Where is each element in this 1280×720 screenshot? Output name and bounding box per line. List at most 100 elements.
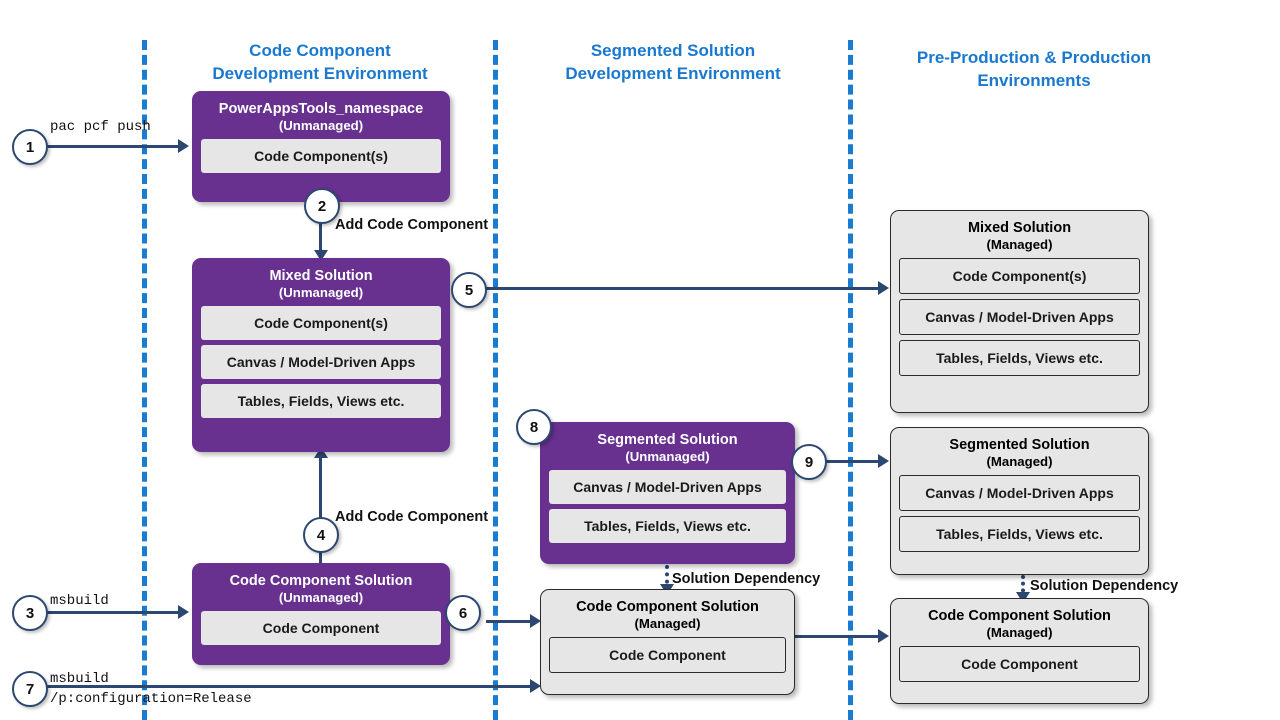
box-title: Segmented Solution (Managed) — [891, 428, 1148, 470]
box-title: Mixed Solution (Managed) — [891, 211, 1148, 253]
step-marker-7[interactable]: 7 — [12, 671, 48, 707]
connector-step7 — [44, 685, 533, 688]
step-marker-6[interactable]: 6 — [445, 595, 481, 631]
column-header-code-component-dev: Code Component Development Environment — [170, 40, 470, 86]
box-state-text: (Unmanaged) — [625, 449, 710, 465]
label-solution-dependency-right: Solution Dependency — [1030, 578, 1179, 594]
box-items: Canvas / Model-Driven Apps Tables, Field… — [541, 465, 794, 551]
box-title: Segmented Solution (Unmanaged) — [541, 423, 794, 465]
connector-step7-arrowhead — [530, 679, 541, 693]
box-title: Code Component Solution (Unmanaged) — [193, 564, 449, 606]
connector-mid-to-right — [793, 635, 881, 638]
label-pac-pcf-push: pac pcf push — [50, 119, 151, 135]
list-item[interactable]: Canvas / Model-Driven Apps — [899, 474, 1140, 511]
lane-divider-1 — [142, 40, 147, 720]
box-title-text: Mixed Solution — [967, 220, 1072, 236]
connector-step3 — [44, 611, 181, 614]
box-state-text: (Unmanaged) — [278, 118, 364, 134]
column-header-pre-prod-prod: Pre-Production & Production Environments — [878, 47, 1190, 93]
box-items: Code Component(s) — [193, 134, 449, 181]
box-powerappstools-namespace[interactable]: PowerAppsTools_namespace (Unmanaged) Cod… — [192, 91, 450, 202]
connector-step5 — [486, 287, 881, 290]
box-segmented-solution-unmanaged[interactable]: Segmented Solution (Unmanaged) Canvas / … — [540, 422, 795, 564]
box-items: Canvas / Model-Driven Apps Tables, Field… — [891, 470, 1148, 560]
step-marker-2[interactable]: 2 — [304, 188, 340, 224]
connector-step4 — [319, 455, 322, 563]
box-segmented-solution-managed[interactable]: Segmented Solution (Managed) Canvas / Mo… — [890, 427, 1149, 575]
label-msbuild-release: msbuild — [50, 671, 109, 687]
list-item[interactable]: Code Component(s) — [899, 257, 1140, 294]
column-header-line1: Code Component — [249, 41, 391, 60]
column-header-line2: Development Environment — [565, 63, 781, 83]
list-item[interactable]: Code Component(s) — [201, 305, 441, 340]
label-add-code-component-bottom: Add Code Component — [335, 509, 489, 525]
dependency-line-right — [1021, 575, 1025, 599]
list-item[interactable]: Canvas / Model-Driven Apps — [201, 344, 441, 379]
list-item[interactable]: Canvas / Model-Driven Apps — [549, 469, 786, 504]
box-title-text: Code Component Solution — [576, 599, 759, 615]
box-state-text: (Managed) — [986, 625, 1053, 641]
box-items: Code Component — [193, 606, 449, 653]
connector-step9-arrowhead — [878, 454, 889, 468]
box-title-text: Segmented Solution — [597, 432, 738, 448]
box-title: Code Component Solution (Managed) — [891, 599, 1148, 641]
label-add-code-component-top: Add Code Component — [335, 217, 489, 233]
connector-step6 — [486, 620, 533, 623]
list-item[interactable]: Tables, Fields, Views etc. — [899, 515, 1140, 552]
list-item[interactable]: Canvas / Model-Driven Apps — [899, 298, 1140, 335]
box-state-text: (Managed) — [986, 237, 1053, 253]
box-title: PowerAppsTools_namespace (Unmanaged) — [193, 92, 449, 134]
box-code-component-solution-managed-mid[interactable]: Code Component Solution (Managed) Code C… — [540, 589, 795, 695]
list-item[interactable]: Code Component — [899, 645, 1140, 682]
box-title: Code Component Solution (Managed) — [541, 590, 794, 632]
column-header-line2: Development Environment — [212, 63, 428, 83]
box-mixed-solution-unmanaged[interactable]: Mixed Solution (Unmanaged) Code Componen… — [192, 258, 450, 452]
box-state-text: (Managed) — [986, 454, 1053, 470]
connector-step2 — [319, 202, 322, 256]
list-item[interactable]: Tables, Fields, Views etc. — [899, 339, 1140, 376]
list-item[interactable]: Code Component — [201, 610, 441, 645]
box-state-text: (Unmanaged) — [278, 590, 364, 606]
connector-step5-arrowhead — [878, 281, 889, 295]
box-items: Code Component(s) Canvas / Model-Driven … — [891, 253, 1148, 384]
box-mixed-solution-managed[interactable]: Mixed Solution (Managed) Code Component(… — [890, 210, 1149, 413]
box-state-text: (Managed) — [634, 616, 701, 632]
box-title-text: Segmented Solution — [949, 437, 1090, 453]
step-marker-4[interactable]: 4 — [303, 517, 339, 553]
list-item[interactable]: Code Component — [549, 636, 786, 673]
dependency-line-mid — [665, 565, 669, 591]
step-marker-9[interactable]: 9 — [791, 444, 827, 480]
column-header-line2: Environments — [977, 70, 1091, 90]
label-msbuild-release-arg: /p:configuration=Release — [50, 691, 252, 707]
box-title-text: PowerAppsTools_namespace — [218, 101, 424, 117]
connector-step2-arrowhead — [314, 250, 328, 261]
label-solution-dependency-mid: Solution Dependency — [672, 571, 821, 587]
box-state-text: (Unmanaged) — [278, 285, 364, 301]
connector-step1 — [44, 145, 181, 148]
label-msbuild: msbuild — [50, 593, 109, 609]
step-marker-8[interactable]: 8 — [516, 409, 552, 445]
list-item[interactable]: Tables, Fields, Views etc. — [549, 508, 786, 543]
step-marker-5[interactable]: 5 — [451, 272, 487, 308]
list-item[interactable]: Tables, Fields, Views etc. — [201, 383, 441, 418]
column-header-line1: Pre-Production & Production — [916, 48, 1152, 67]
box-title-text: Code Component Solution — [229, 573, 413, 589]
box-code-component-solution-unmanaged[interactable]: Code Component Solution (Unmanaged) Code… — [192, 563, 450, 665]
box-title-text: Code Component Solution — [928, 608, 1111, 624]
list-item[interactable]: Code Component(s) — [201, 138, 441, 173]
dependency-line-right-arrowhead — [1016, 592, 1030, 603]
step-marker-3[interactable]: 3 — [12, 595, 48, 631]
box-title-text: Mixed Solution — [269, 268, 373, 284]
box-code-component-solution-managed-right[interactable]: Code Component Solution (Managed) Code C… — [890, 598, 1149, 704]
connector-mid-to-right-arrowhead — [878, 629, 889, 643]
box-items: Code Component — [891, 641, 1148, 690]
column-header-segmented-solution-dev: Segmented Solution Development Environme… — [523, 40, 823, 86]
box-items: Code Component(s) Canvas / Model-Driven … — [193, 301, 449, 426]
connector-step3-arrowhead — [178, 605, 189, 619]
connector-step6-arrowhead — [530, 614, 541, 628]
connector-step9 — [790, 460, 881, 463]
connector-step1-arrowhead — [178, 139, 189, 153]
box-title: Mixed Solution (Unmanaged) — [193, 259, 449, 301]
step-marker-1[interactable]: 1 — [12, 129, 48, 165]
